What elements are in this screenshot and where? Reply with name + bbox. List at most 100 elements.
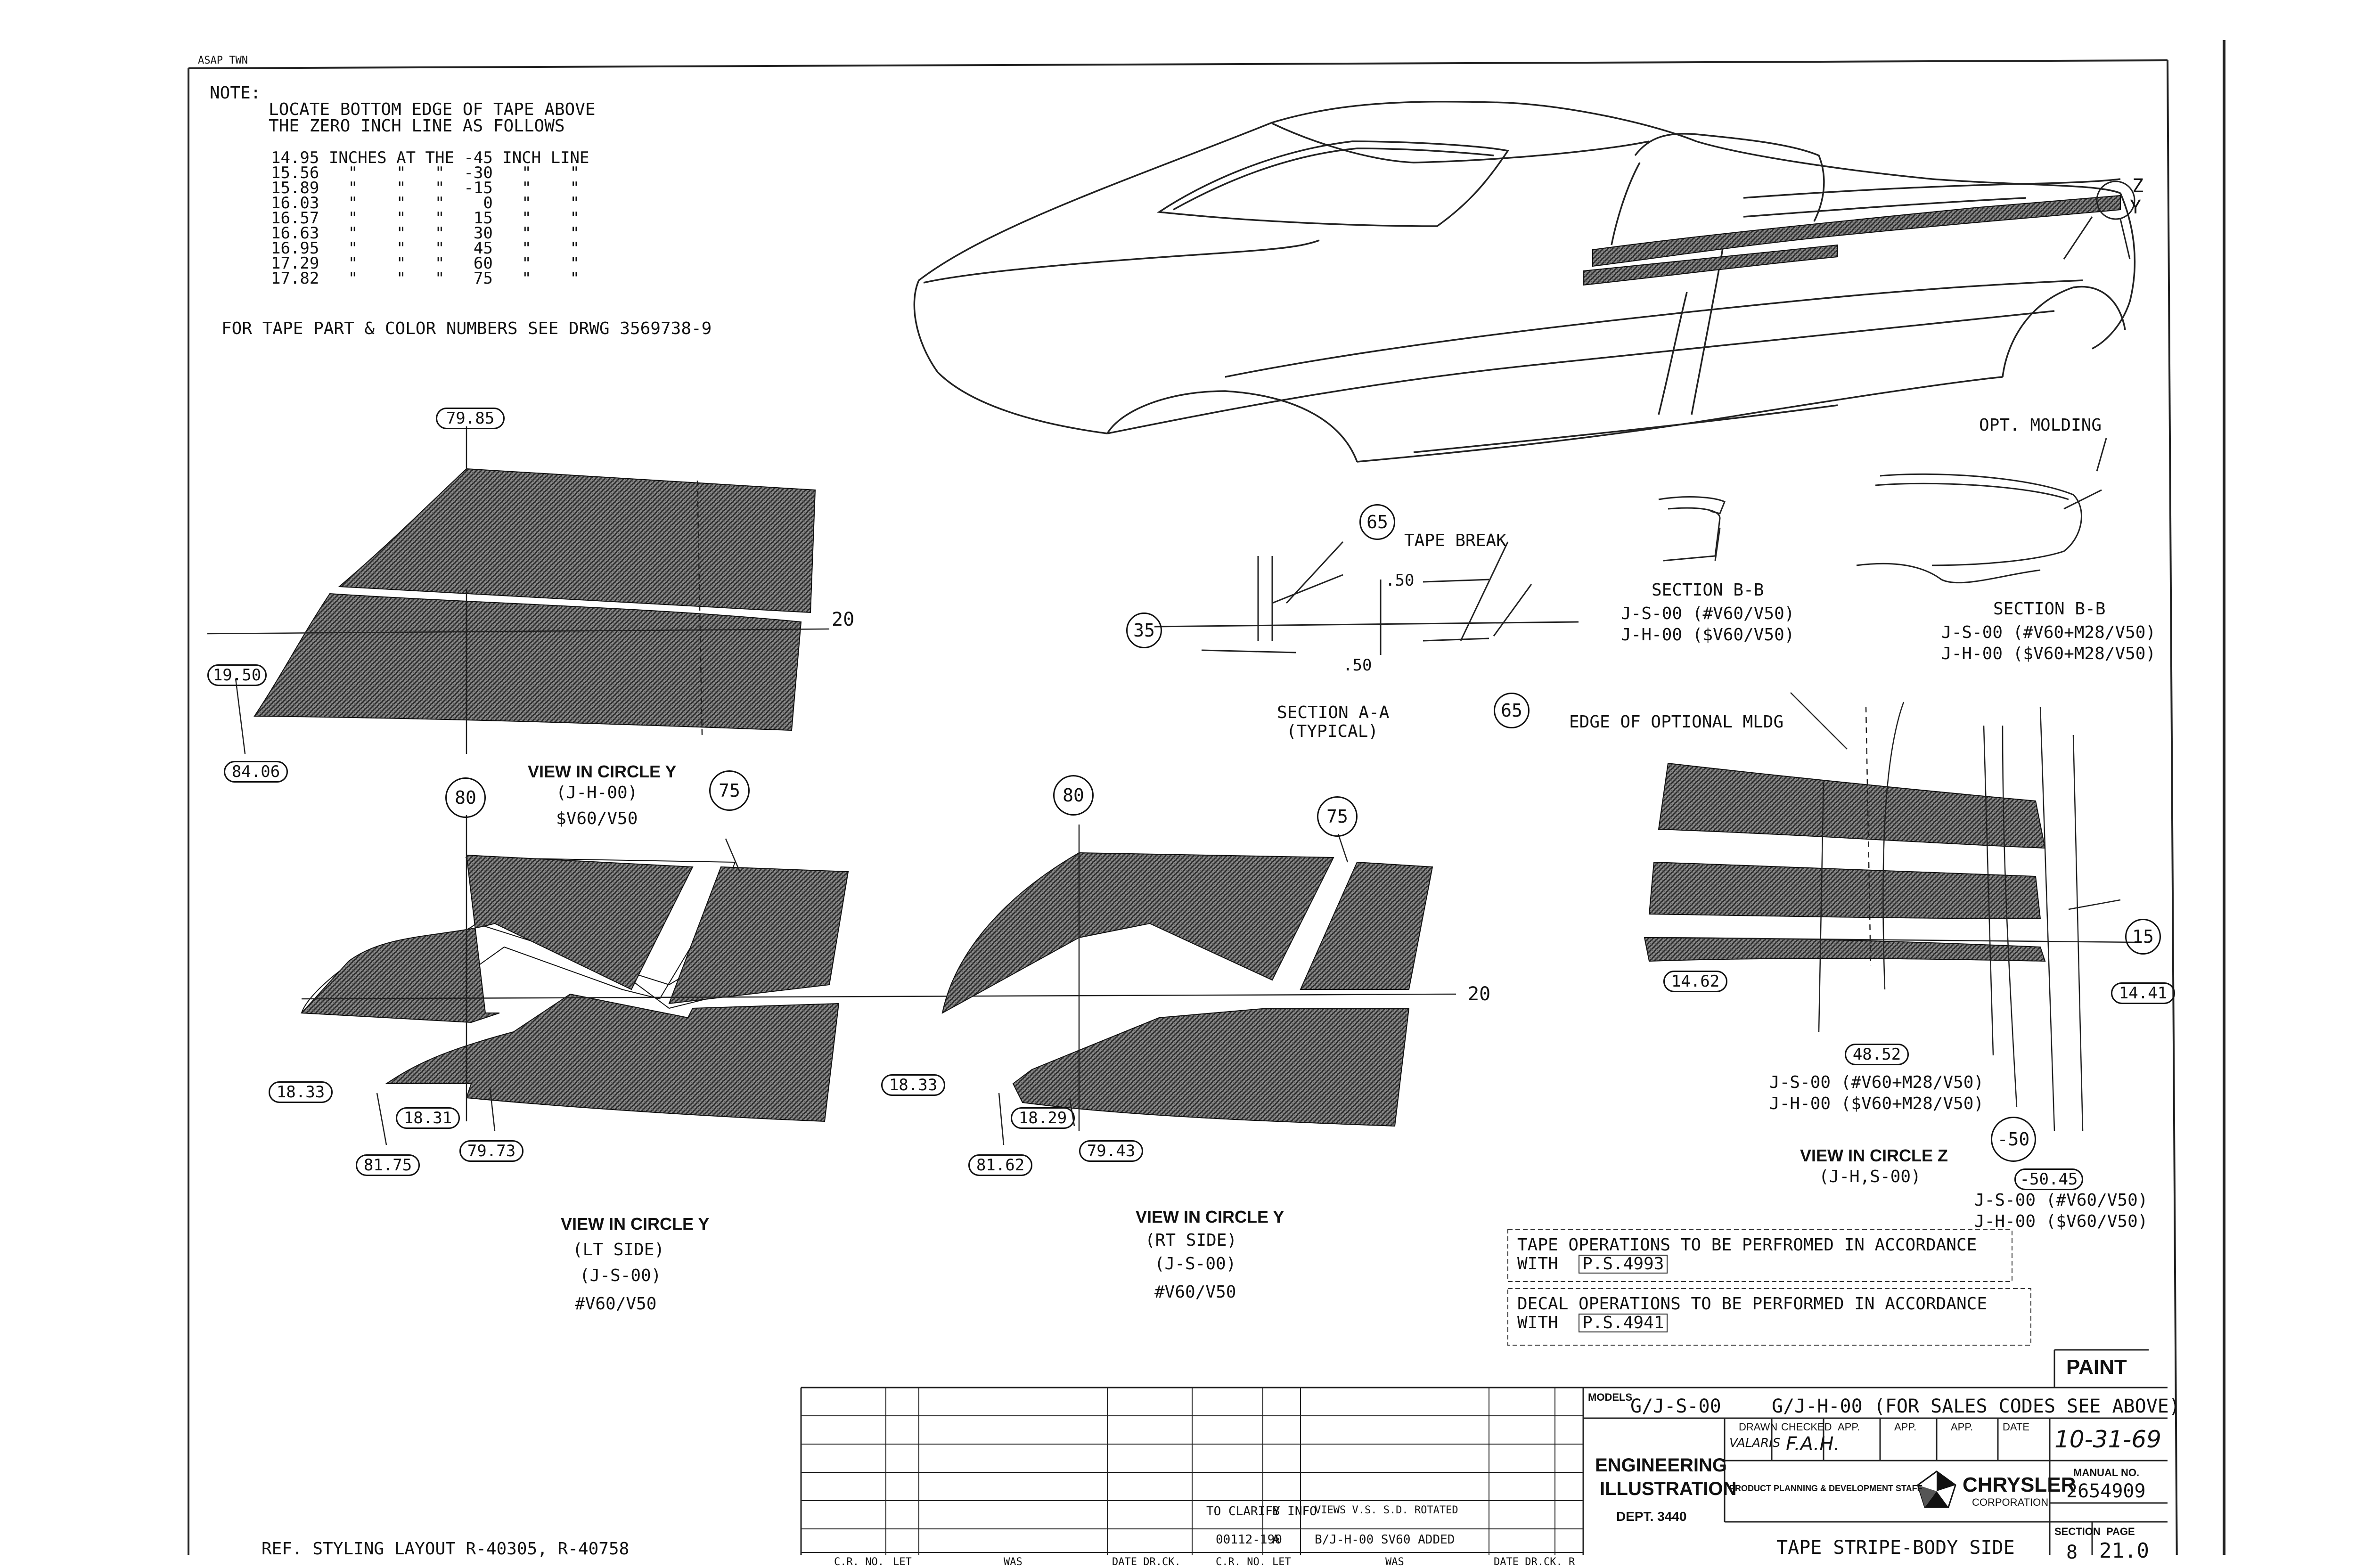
car-outline [913,100,2136,463]
app-label-1: APP. [1838,1421,1860,1433]
dim-14-41: 14.41 [2111,982,2175,1004]
note-row: 17.82 " " " 75 " " [271,269,580,288]
section-bb-2 [1856,438,2107,584]
staff-label: PRODUCT PLANNING & DEVELOPMENT STAFF [1729,1484,1922,1493]
note-row: 16.57 " " " 15 " " [271,209,580,228]
paint-label: PAINT [2066,1356,2127,1379]
section-bb-1-title: SECTION B-B [1652,580,1764,600]
view-y-lt-side: (LT SIDE) [573,1240,665,1259]
section-aa-title: SECTION A-A [1277,703,1390,722]
circle-75-rt: 75 [1317,796,1358,837]
view-y-rt-stripes [941,852,1433,1127]
illustration-label: ILLUSTRATION [1600,1478,1737,1499]
tape-ps-number: P.S.4993 [1579,1255,1668,1274]
view-z-lines [1658,692,2140,1131]
view-z-line4: J-H-00 ($V60/V50) [1974,1212,2148,1231]
company-name: CHRYSLER [1963,1473,2076,1496]
circle-35: 35 [1126,612,1162,648]
section-bb-2-line1: J-S-00 (#V60+M28/V50) [1941,623,2156,642]
line-20-label-rt: 20 [1468,983,1491,1005]
dim-14-62: 14.62 [1663,971,1727,992]
view-y-rt-side: (RT SIDE) [1145,1231,1237,1250]
view-y-rt-title: VIEW IN CIRCLE Y [1136,1207,1284,1226]
note-label: NOTE: [210,83,261,103]
rev-row-cr: TO CLARIFY INFO [1206,1504,1317,1519]
tape-break-label: TAPE BREAK [1404,531,1506,550]
note-line-2: THE ZERO INCH LINE AS FOLLOWS [269,116,565,136]
edge-optional-molding-label: EDGE OF OPTIONAL MLDG [1569,712,1784,732]
circle-65-bottom: 65 [1494,693,1530,728]
note-line-1: LOCATE BOTTOM EDGE OF TAPE ABOVE [269,100,596,119]
section-aa-lines [1154,541,1579,655]
dim-81-62: 81.62 [968,1154,1032,1176]
drawing-date: 10-31-69 [2054,1426,2161,1453]
drawn-label: DRAWN [1739,1421,1778,1433]
tape-part-reference: FOR TAPE PART & COLOR NUMBERS SEE DRWG 3… [221,319,712,338]
circle-65-top: 65 [1359,504,1395,540]
dim-84-06: 84.06 [224,761,288,783]
decal-operations-line2: WITH [1517,1313,1558,1332]
section-bb-1 [1658,496,1726,562]
rev-row-was: VIEWS V.S. S.D. ROTATED [1315,1504,1458,1516]
sheet-border [188,40,2225,1555]
dim-18-29: 18.29 [1011,1107,1075,1129]
title-block-lines [800,1349,2168,1555]
circle-80-lt: 80 [445,777,486,818]
view-z-line3: J-S-00 (#V60/V50) [1974,1191,2148,1210]
dim-81-75: 81.75 [356,1154,420,1176]
view-z-line1: J-S-00 (#V60+M28/V50) [1769,1073,1984,1092]
col-let-2: LET [1272,1556,1291,1568]
dim-minus-50-45: -50.45 [2014,1168,2083,1190]
company-sub: CORPORATION [1972,1496,2049,1508]
view-y-lt-lines [301,815,1456,1145]
dept-label: DEPT. 3440 [1616,1509,1687,1524]
models-label: MODELS [1588,1391,1633,1403]
note-row: 16.95 " " " 45 " " [271,239,580,258]
operations-boxes [1507,1229,2031,1346]
section-label: SECTION [2054,1526,2101,1537]
rev-row-let: A [1272,1533,1280,1547]
car-callouts [2063,180,2135,260]
section-bb-1-line1: J-S-00 (#V60/V50) [1621,604,1795,623]
tape-operations-line1: TAPE OPERATIONS TO BE PERFROMED IN ACCOR… [1517,1235,1977,1255]
view-y-top-stripes [254,468,816,731]
col-date: DATE DR.CK. [1112,1556,1181,1568]
styling-layout-reference: REF. STYLING LAYOUT R-40305, R-40758 [262,1539,630,1559]
rev-row-was: B/J-H-00 SV60 ADDED [1315,1533,1455,1547]
date-label: DATE [2003,1421,2030,1433]
line-20-label: 20 [832,609,855,630]
rev-row-let: B [1272,1504,1280,1519]
dim-0-50-b: .50 [1343,656,1372,675]
note-row: 14.95 INCHES AT THE -45 INCH LINE [271,148,589,167]
section-bb-2-title: SECTION B-B [1993,599,2106,619]
car-stripe [1583,195,2121,286]
circle-80-rt: 80 [1053,775,1094,816]
view-z-title: VIEW IN CIRCLE Z [1800,1146,1948,1165]
col-was-2: WAS [1385,1556,1404,1568]
page-number: 21.0 [2099,1539,2149,1563]
pentastar-logo [1917,1470,1956,1508]
col-was: WAS [1004,1556,1023,1568]
view-y-rt-code: (J-S-00) [1154,1254,1236,1274]
section-aa-sub: (TYPICAL) [1286,722,1379,741]
view-y-rt-option: #V60/V50 [1154,1282,1236,1302]
checked-label: CHECKED [1781,1421,1832,1433]
dim-0-50-a: .50 [1385,571,1415,590]
dim-18-33-rt: 18.33 [881,1074,945,1096]
models-b: G/J-H-00 (FOR SALES CODES SEE ABOVE) [1772,1396,2180,1417]
section-number: 8 [2066,1542,2078,1563]
engineering-label: ENGINEERING [1595,1455,1727,1476]
corner-mark: ASAP TWN [198,55,248,66]
view-y-top-title: VIEW IN CIRCLE Y [528,762,677,781]
view-y-lt-option: #V60/V50 [575,1294,657,1314]
models-a: G/J-S-00 [1630,1396,1721,1417]
checked-by: F.A.H. [1786,1433,1840,1455]
note-row: 16.03 " " " 0 " " [271,194,580,212]
decal-operations-line1: DECAL OPERATIONS TO BE PERFORMED IN ACCO… [1517,1294,1987,1314]
manual-label: MANUAL NO. [2073,1467,2140,1478]
view-y-top-lines [207,426,830,754]
view-y-lt-title: VIEW IN CIRCLE Y [561,1214,710,1233]
rev-row-cr: 00112-190 [1216,1533,1282,1547]
section-bb-1-line2: J-H-00 ($V60/V50) [1621,625,1795,645]
